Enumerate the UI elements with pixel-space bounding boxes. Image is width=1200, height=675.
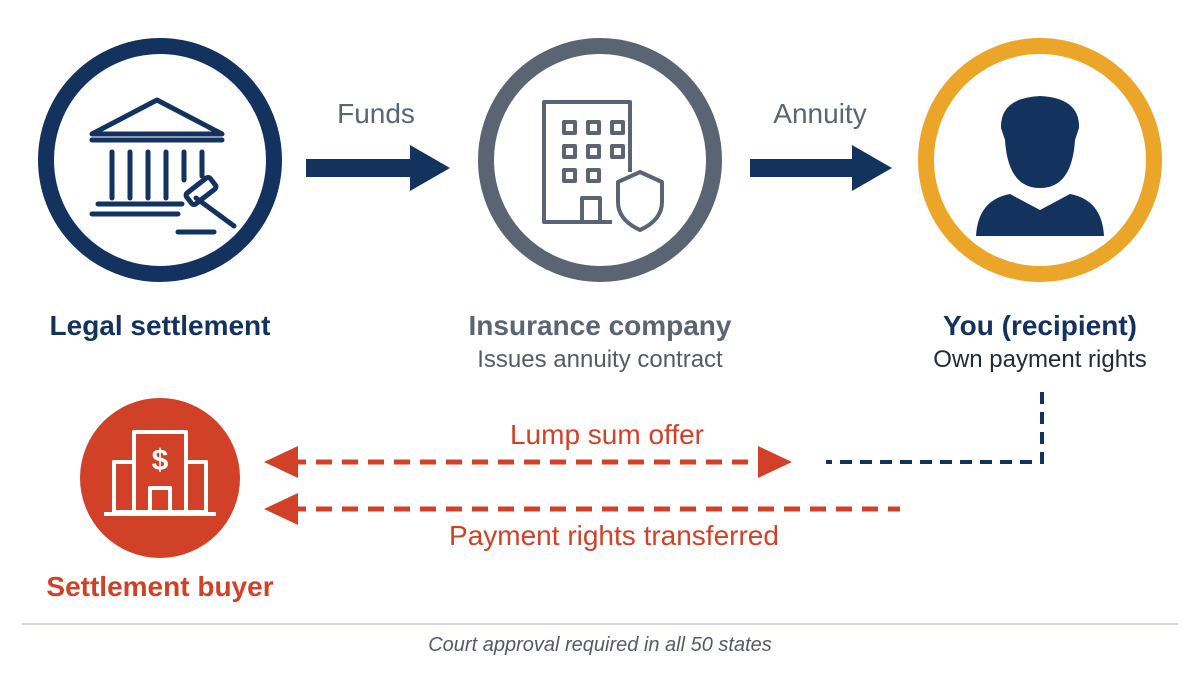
recipient-dashed-connector	[826, 392, 1044, 464]
insurance-company-node	[478, 38, 722, 282]
insurance-company-ring	[478, 38, 722, 282]
insurance-company-subtitle: Issues annuity contract	[477, 346, 723, 373]
payment-rights-arrow	[264, 493, 900, 525]
lump-sum-offer-label: Lump sum offer	[509, 419, 705, 450]
payment-rights-transferred-label: Payment rights transferred	[449, 520, 779, 551]
recipient-subtitle: Own payment rights	[933, 346, 1147, 373]
legal-settlement-node	[38, 38, 282, 282]
lump-sum-offer-arrow	[264, 446, 792, 478]
footnote: Court approval required in all 50 states	[428, 634, 772, 656]
funds-label: Funds	[337, 98, 415, 129]
settlement-buyer-badge	[80, 398, 240, 558]
person-icon	[976, 96, 1104, 236]
building-shield-icon	[542, 100, 664, 232]
svg-text:$: $	[152, 444, 169, 477]
insurance-company-title: Insurance company	[468, 310, 732, 341]
courthouse-gavel-icon	[89, 97, 237, 235]
bank-dollar-icon: $	[104, 430, 216, 516]
annuity-arrow	[750, 145, 892, 191]
recipient-title: You (recipient)	[943, 310, 1137, 341]
legal-settlement-ring	[38, 38, 282, 282]
annuity-label: Annuity	[773, 98, 867, 129]
settlement-buyer-node: $	[80, 398, 240, 558]
funds-arrow	[306, 145, 450, 191]
settlement-buyer-title: Settlement buyer	[46, 571, 274, 602]
recipient-node	[918, 38, 1162, 282]
legal-settlement-title: Legal settlement	[49, 310, 271, 341]
